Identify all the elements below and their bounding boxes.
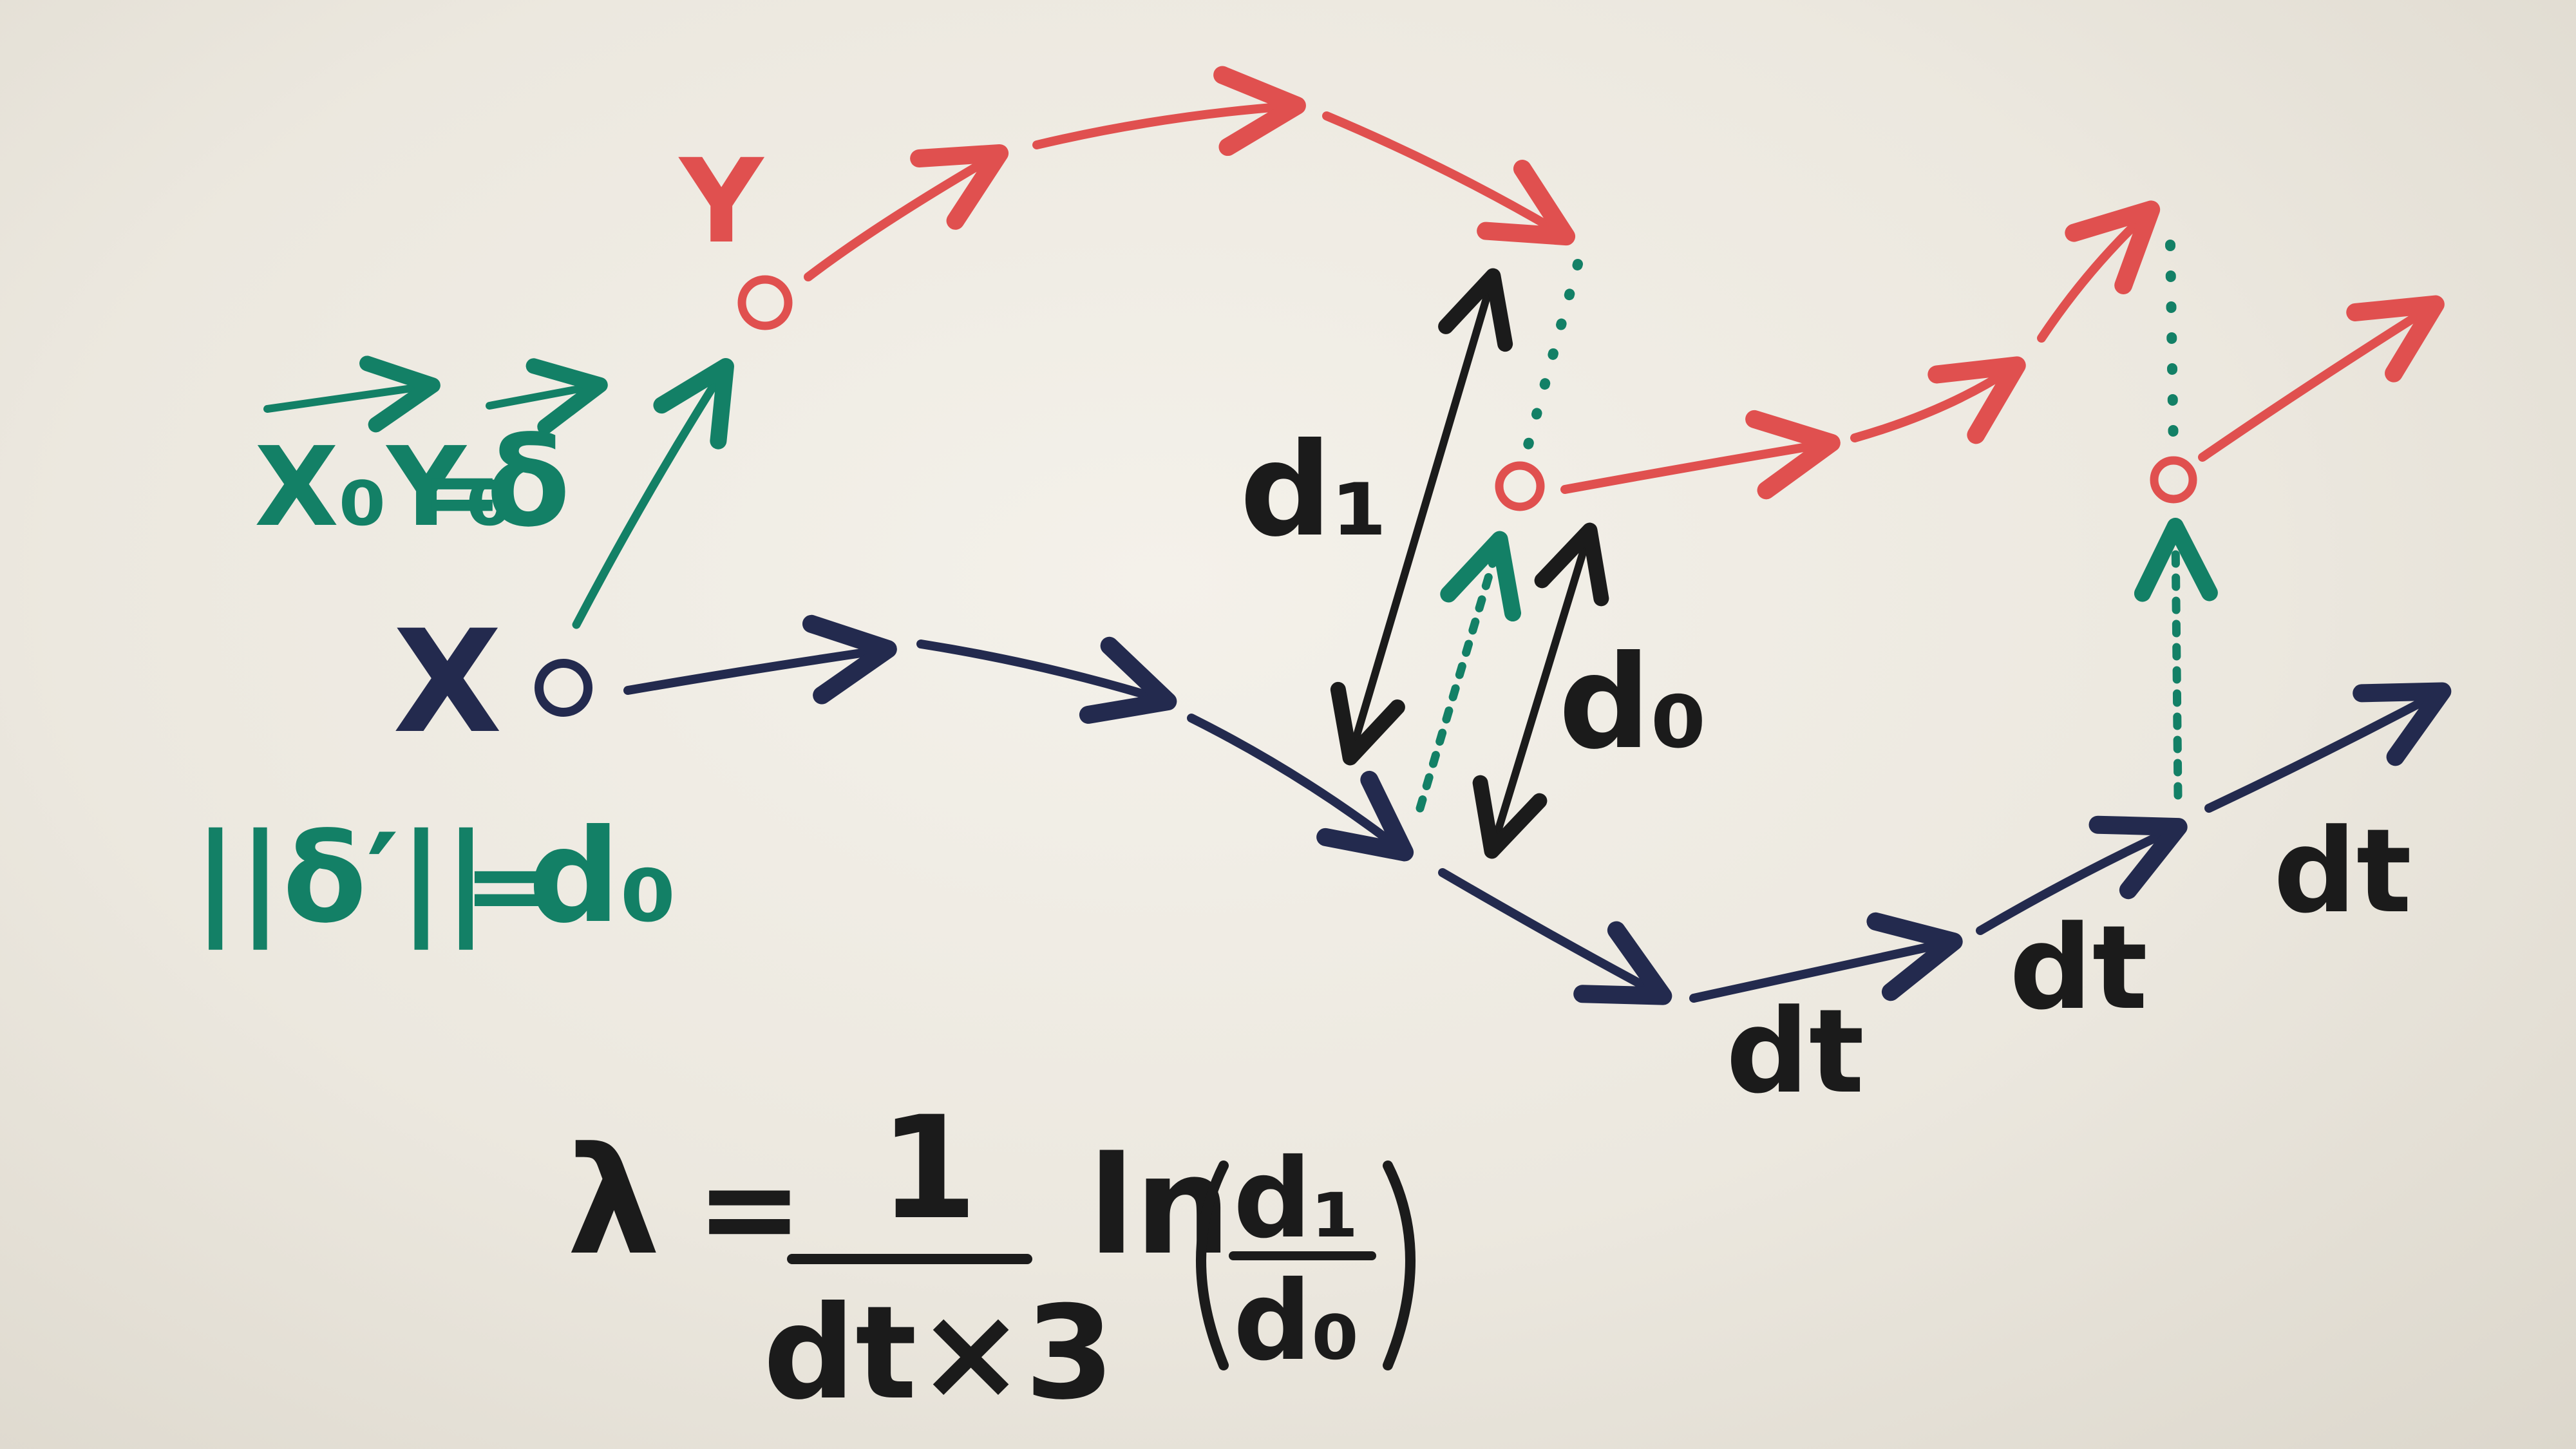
norm-rhs: d₀ — [528, 802, 677, 952]
label-dt-3: dt — [2273, 804, 2412, 939]
navy-segment-5 — [1689, 912, 1963, 1003]
red-segment-3 — [1322, 111, 1576, 246]
trajectory-x — [535, 614, 2452, 1005]
distance-arrows — [1330, 268, 1609, 859]
label-dt-1: dt — [1726, 985, 1864, 1119]
delta-vector — [572, 358, 734, 629]
point-y1 — [1495, 461, 1545, 511]
red-segment-5 — [1850, 356, 2026, 444]
label-x: X — [393, 600, 502, 764]
d1-arrow — [1330, 268, 1513, 766]
vector-overbar-rhs — [486, 358, 608, 435]
renormalized-vector-2 — [2134, 518, 2218, 800]
point-y0 — [737, 275, 793, 330]
navy-segment-2 — [916, 636, 1177, 724]
trajectory-y — [737, 66, 2445, 511]
vector-overbar-lhs — [263, 355, 440, 433]
vector-definition: X₀Y₀ = δ — [254, 355, 608, 554]
formula-close-paren — [1383, 1160, 1416, 1370]
norm-equals: = — [464, 825, 550, 945]
formula-equals: = — [696, 1133, 804, 1283]
norm-lhs: ||δ′|| — [193, 808, 488, 950]
point-x0 — [535, 659, 592, 717]
lyapunov-formula: λ = 1 dt×3 ln d₁ d₀ — [567, 1086, 1416, 1428]
formula-lhs: λ — [567, 1116, 661, 1288]
red-segment-1 — [804, 144, 1009, 281]
renormalized-vector-1 — [1416, 531, 1522, 813]
label-y: Y — [678, 135, 765, 269]
navy-segment-6 — [1976, 815, 2188, 935]
formula-denominator: dt×3 — [763, 1278, 1115, 1428]
point-y2 — [2150, 456, 2197, 504]
red-segment-4 — [1560, 410, 1841, 500]
formula-inner-denominator: d₀ — [1233, 1258, 1359, 1385]
vector-lhs: X₀Y₀ — [254, 424, 514, 551]
formula-open-paren — [1196, 1160, 1229, 1370]
red-segment-2 — [1032, 66, 1306, 156]
formula-numerator: 1 — [879, 1086, 978, 1251]
red-segment-7 — [2198, 295, 2445, 462]
dotted-gap-1 — [1518, 259, 1583, 469]
navy-segment-3 — [1187, 714, 1414, 862]
navy-segment-4 — [1438, 868, 1672, 1005]
red-segment-6 — [2037, 200, 2161, 343]
label-d0: d₀ — [1558, 628, 1707, 778]
navy-segment-1 — [623, 614, 897, 705]
label-dt-2: dt — [2009, 901, 2148, 1036]
vector-equals: = — [422, 436, 503, 548]
vector-rhs: δ — [486, 412, 571, 554]
navy-segment-7 — [2204, 682, 2452, 813]
dotted-gap-2 — [2165, 240, 2179, 456]
formula-inner-numerator: d₁ — [1233, 1135, 1359, 1263]
d0-arrow — [1472, 522, 1609, 859]
label-d1: d₁ — [1240, 415, 1388, 565]
norm-definition: ||δ′|| = d₀ — [193, 802, 677, 952]
